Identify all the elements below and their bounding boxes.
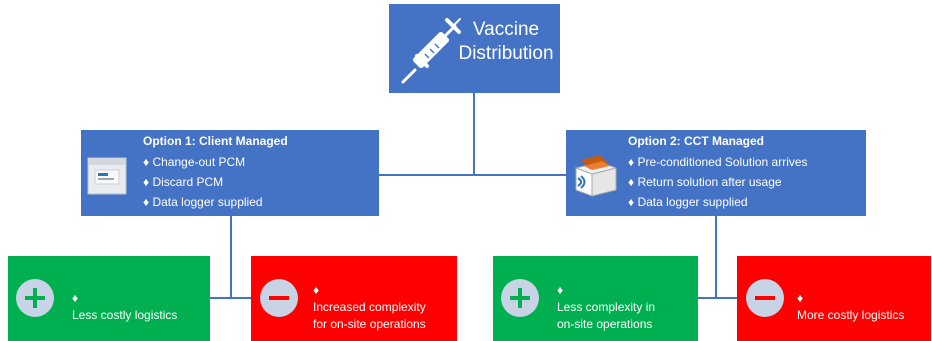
option1-con-line: ♦ Increased complexity <box>313 282 426 316</box>
option2-node: Option 2: CCT Managed ♦ Pre-conditioned … <box>566 130 866 216</box>
option1-bullet-3: Data logger supplied <box>152 195 263 209</box>
plus-icon <box>16 279 54 317</box>
option2-bullet-3: Data logger supplied <box>637 195 748 209</box>
bullet-glyph: ♦ <box>628 175 635 189</box>
bullet-glyph: ♦ <box>628 195 635 209</box>
option2-pro-node: ♦ Less complexity in on-site operations <box>493 256 698 341</box>
list-item: ♦ Data logger supplied <box>143 192 263 212</box>
option2-bullet-1: Pre-conditioned Solution arrives <box>637 155 808 169</box>
option2-con-line: ♦ More costly logistics <box>797 290 904 324</box>
option1-bullets: ♦ Change-out PCM ♦ Discard PCM ♦ Data lo… <box>143 152 263 212</box>
option2-pro-line: ♦ Less complexity in <box>557 282 655 316</box>
option2-pro-text: ♦ Less complexity in on-site operations <box>557 282 655 333</box>
minus-icon <box>746 279 784 317</box>
option1-con-line-1: Increased complexity <box>313 300 426 314</box>
option1-bullet-2: Discard PCM <box>152 175 224 189</box>
option1-heading: Option 1: Client Managed <box>143 134 288 148</box>
option2-con-line-1: More costly logistics <box>797 308 905 322</box>
option1-con-text: ♦ Increased complexity for on-site opera… <box>313 282 426 333</box>
list-item: ♦ Pre-conditioned Solution arrives <box>628 152 808 172</box>
list-item: ♦ Return solution after usage <box>628 172 808 192</box>
root-title: Vaccine Distribution <box>455 18 557 66</box>
option1-pro-line: ♦ Less costly logistics <box>72 290 177 324</box>
bullet-glyph: ♦ <box>143 175 150 189</box>
minus-icon <box>260 279 298 317</box>
option2-con-node: ♦ More costly logistics <box>737 256 931 341</box>
vaccine-distribution-node: Vaccine Distribution <box>389 4 560 93</box>
option1-pro-node: ♦ Less costly logistics <box>8 256 210 341</box>
root-title-line1: Vaccine <box>472 19 540 40</box>
bullet-glyph: ♦ <box>143 195 150 209</box>
option1-bullet-1: Change-out PCM <box>152 155 246 169</box>
bullet-glyph: ♦ <box>557 283 564 297</box>
option1-con-line-2: for on-site operations <box>313 317 426 331</box>
bullet-glyph: ♦ <box>143 155 150 169</box>
option1-pro-text: ♦ Less costly logistics <box>72 290 177 324</box>
plus-icon <box>501 279 539 317</box>
option1-node: Option 1: Client Managed ♦ Change-out PC… <box>81 130 379 216</box>
bullet-glyph: ♦ <box>628 155 635 169</box>
option2-pro-line-2: on-site operations <box>557 317 653 331</box>
list-item: ♦ Discard PCM <box>143 172 263 192</box>
option2-con-text: ♦ More costly logistics <box>797 290 904 324</box>
bullet-glyph: ♦ <box>797 291 804 305</box>
option1-pro-line-1: Less costly logistics <box>72 308 178 322</box>
syringe-icon <box>401 18 461 84</box>
option1-con-node: ♦ Increased complexity for on-site opera… <box>251 256 457 341</box>
root-title-line2: Distribution <box>458 43 554 64</box>
insulated-shipper-image <box>87 157 127 195</box>
option2-pro-line-1: Less complexity in <box>557 300 656 314</box>
list-item: ♦ Change-out PCM <box>143 152 263 172</box>
option2-heading: Option 2: CCT Managed <box>628 134 764 148</box>
bullet-glyph: ♦ <box>72 291 79 305</box>
bullet-glyph: ♦ <box>313 283 320 297</box>
packed-box-image <box>574 155 618 197</box>
option2-bullet-2: Return solution after usage <box>637 175 782 189</box>
option2-bullets: ♦ Pre-conditioned Solution arrives ♦ Ret… <box>628 152 808 212</box>
list-item: ♦ Data logger supplied <box>628 192 808 212</box>
